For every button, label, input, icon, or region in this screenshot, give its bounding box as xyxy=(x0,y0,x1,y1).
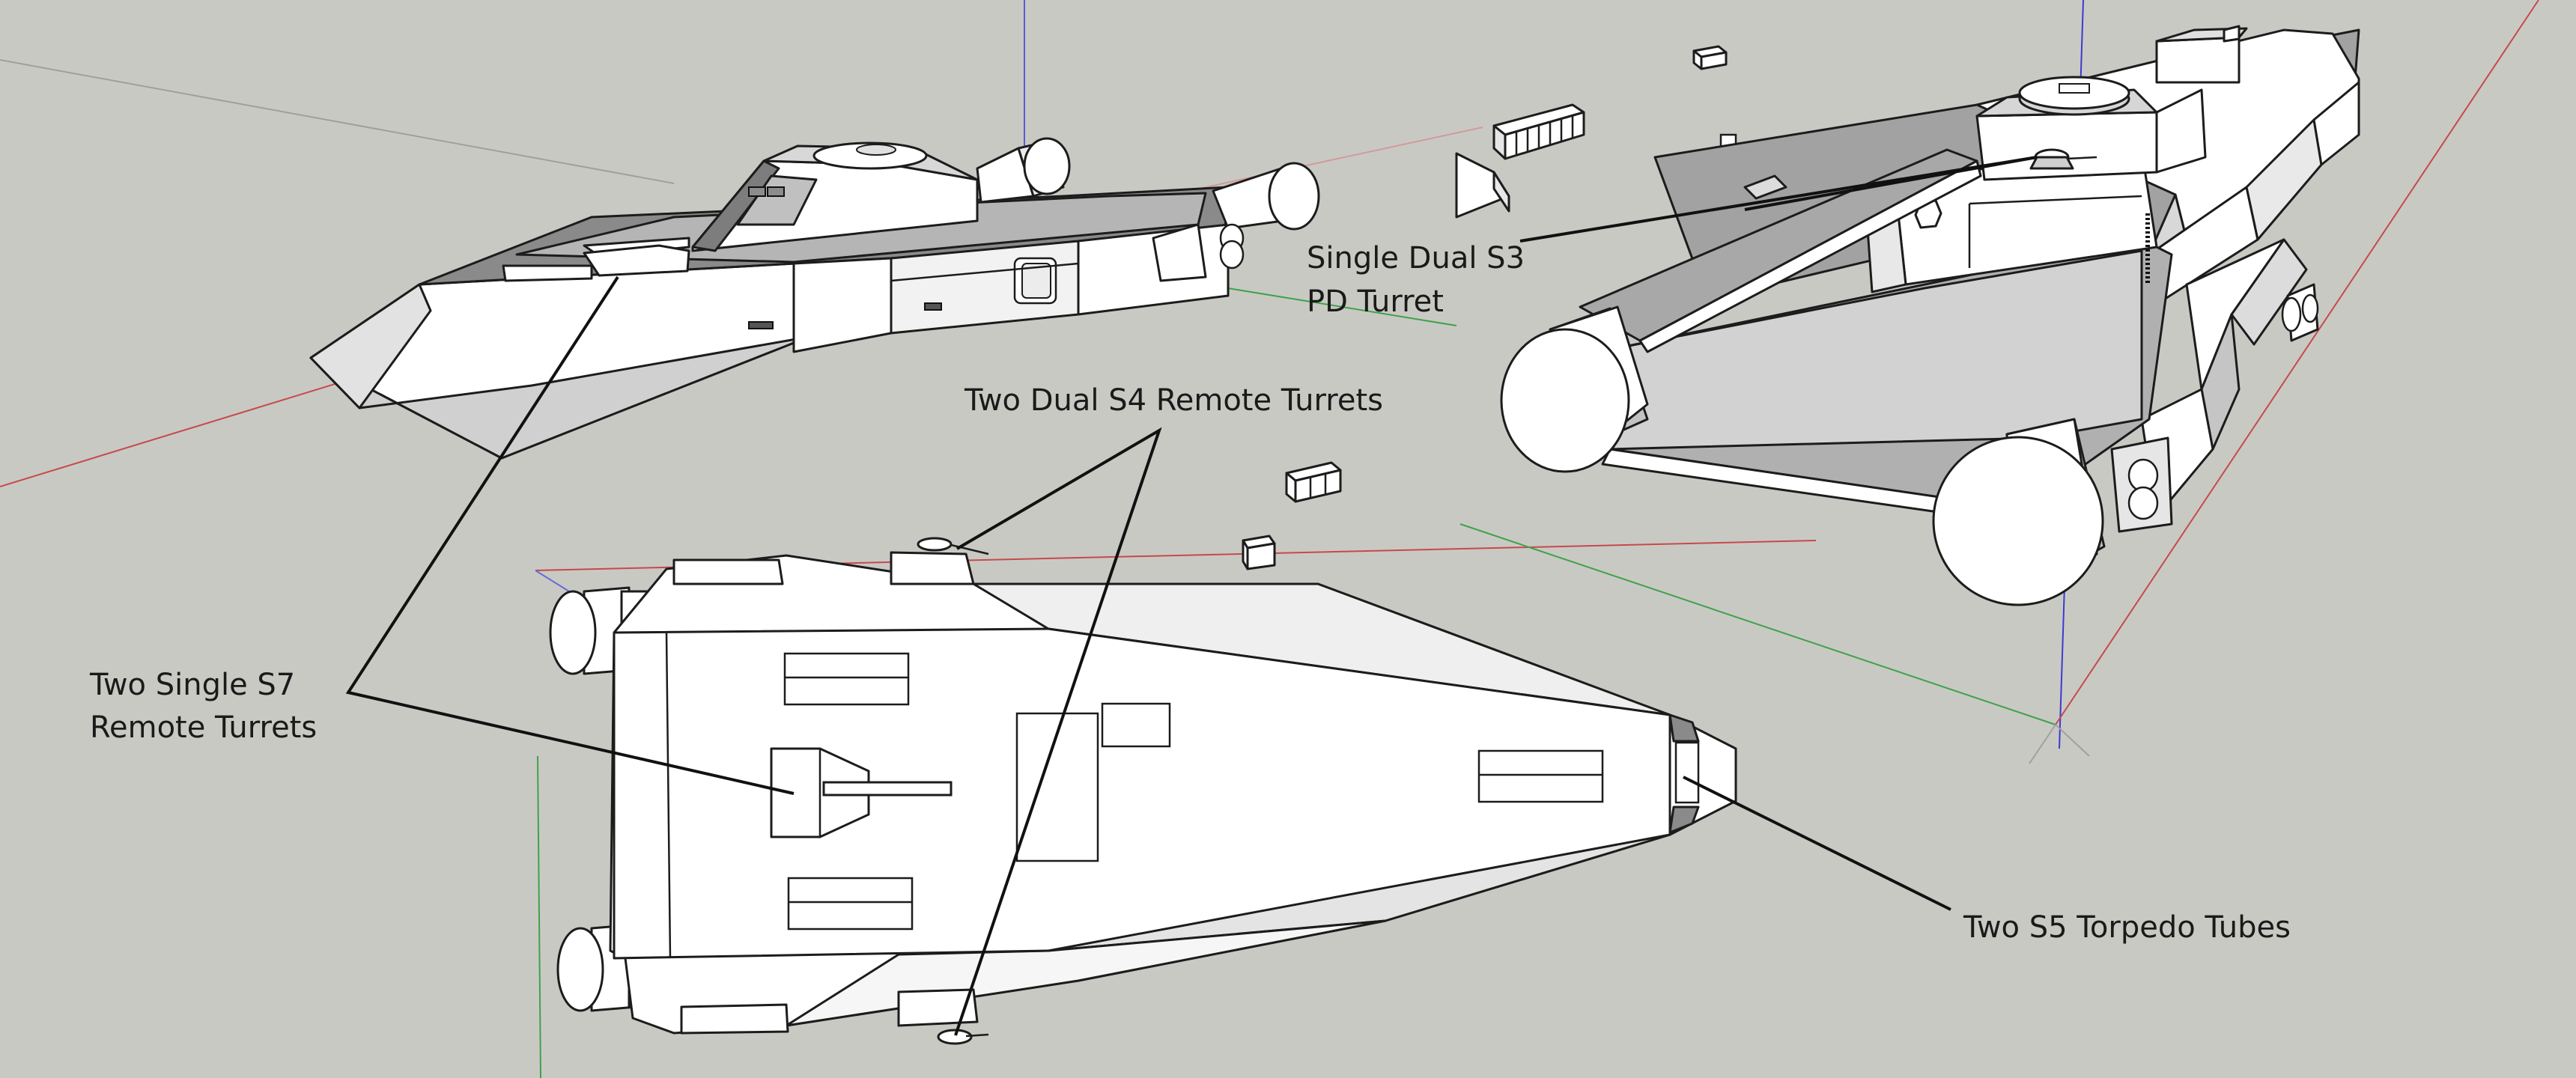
green-axis-line xyxy=(1459,523,2056,725)
green-axis-line xyxy=(537,755,541,1078)
annotation-s7-turrets-line2: Remote Turrets xyxy=(90,710,317,745)
hull-panel xyxy=(1477,749,1604,803)
ship-top-view[interactable] xyxy=(549,537,1737,1045)
annotation-torpedo-tubes: Two S5 Torpedo Tubes xyxy=(1963,910,2291,945)
annotation-pd-turret-line1: Single Dual S3 xyxy=(1307,241,1525,275)
hull-panel xyxy=(783,652,910,706)
annotation-s7-turrets-line1: Two Single S7 xyxy=(89,668,295,702)
green-axis-line xyxy=(1227,287,1457,326)
gray-axis-line xyxy=(0,59,675,184)
hull-panel xyxy=(787,877,914,931)
hull-panel xyxy=(1101,702,1171,748)
engine-nacelle-left xyxy=(1500,305,1649,473)
red-axis-line xyxy=(2055,0,2539,725)
annotations: Single Dual S3 PD Turret Two Dual S4 Rem… xyxy=(89,241,2291,945)
leader-line-s4 xyxy=(954,427,1162,1036)
s7-turret-top[interactable] xyxy=(770,747,953,838)
small-block xyxy=(1692,45,1728,70)
leader-line-s7 xyxy=(345,275,795,795)
annotation-s4-turrets: Two Dual S4 Remote Turrets xyxy=(964,383,1383,418)
ship-rear-view[interactable] xyxy=(1500,25,2360,606)
rack-block xyxy=(1492,103,1585,160)
engine-nacelle-right xyxy=(1932,418,2106,606)
gray-axis-line xyxy=(2055,724,2090,757)
floating-parts xyxy=(1242,45,1737,570)
s7-turret-side[interactable] xyxy=(502,237,690,282)
gray-axis-line xyxy=(2029,724,2056,764)
blue-axis-line xyxy=(535,570,570,592)
hull-panel xyxy=(1015,712,1099,862)
leader-lines xyxy=(345,156,2038,1036)
small-block xyxy=(1242,535,1276,570)
leader-line-torpedo xyxy=(1683,776,1951,911)
ship-side-view[interactable] xyxy=(309,137,1320,460)
small-block xyxy=(1285,461,1342,503)
leader-line-pd xyxy=(1744,156,2038,211)
hull-hatch xyxy=(1021,263,1051,299)
annotation-pd-turret-line2: PD Turret xyxy=(1307,284,1444,319)
pd-turret[interactable] xyxy=(2029,148,2097,170)
